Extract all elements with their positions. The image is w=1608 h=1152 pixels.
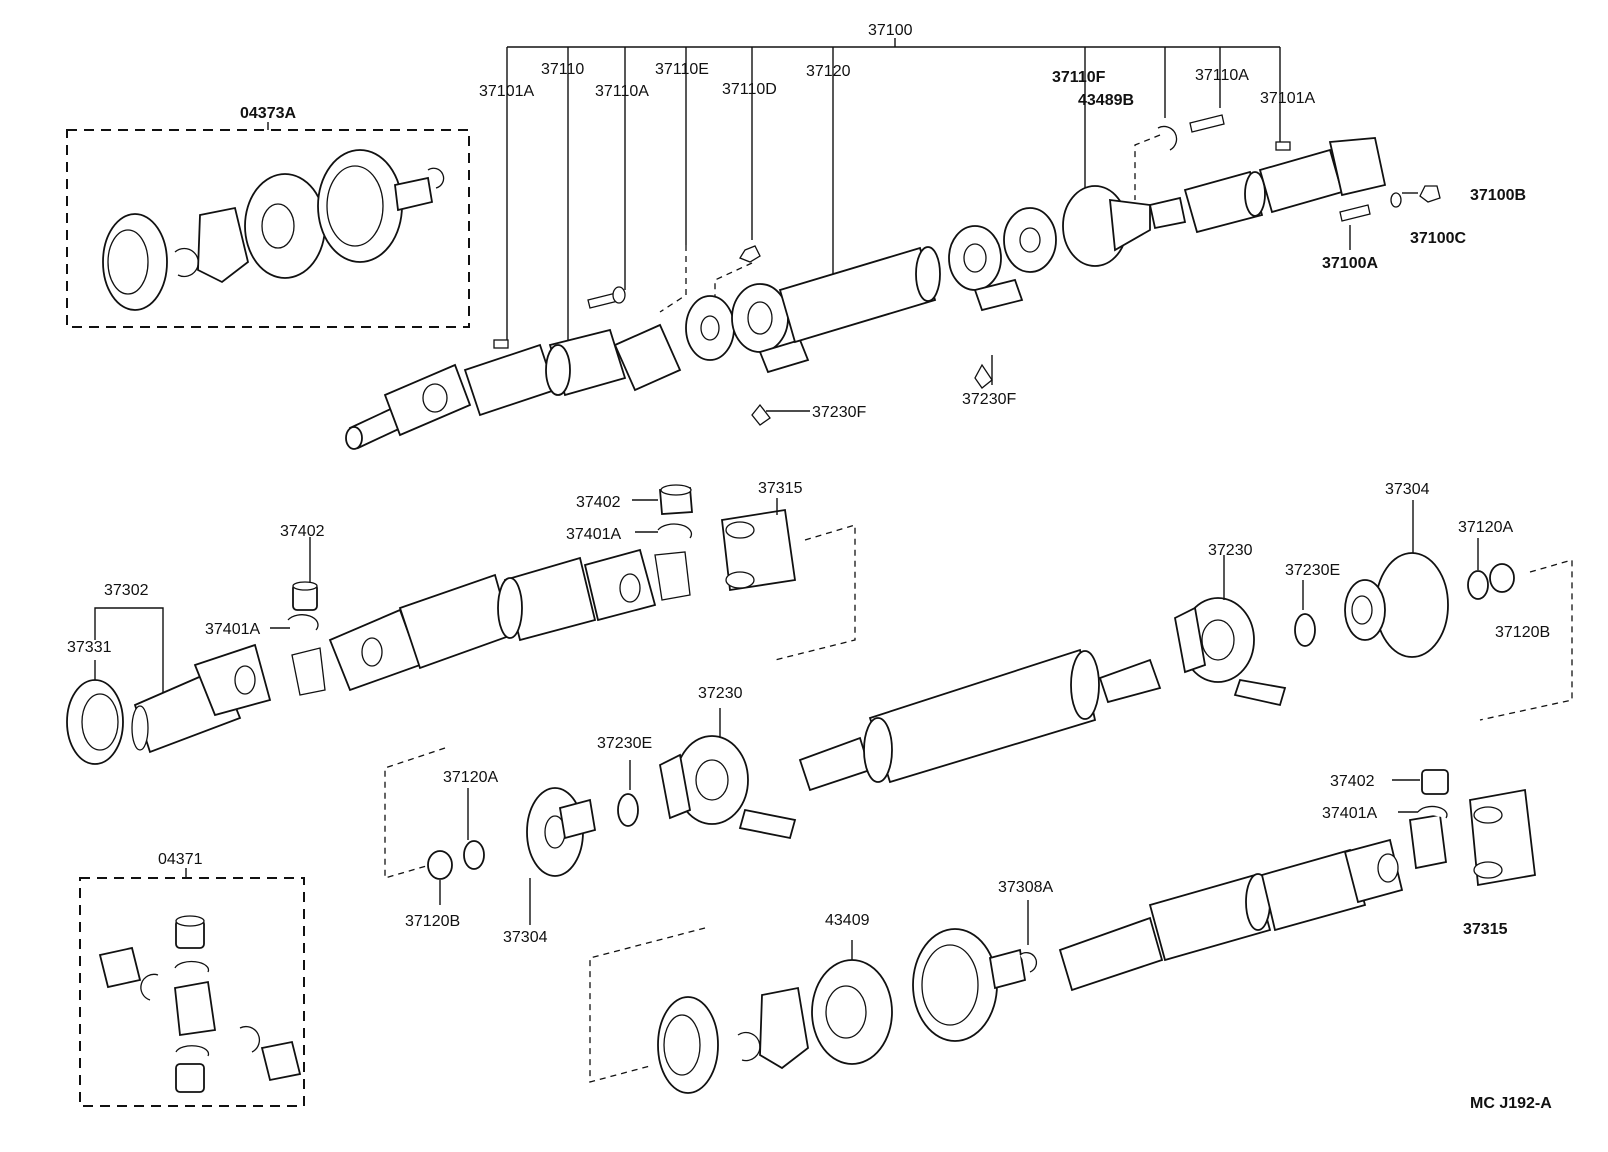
- label-37308A: 37308A: [998, 879, 1053, 896]
- label-37101A-left: 37101A: [479, 83, 534, 100]
- top-shaft-assembly: [345, 114, 1441, 450]
- label-37315-top: 37315: [758, 480, 803, 497]
- label-37230-mid: 37230: [698, 685, 743, 702]
- label-37331: 37331: [67, 639, 112, 656]
- label-37120A-mid: 37120A: [443, 769, 498, 786]
- label-43489B: 43489B: [1078, 92, 1134, 109]
- label-37120: 37120: [806, 63, 851, 80]
- label-37230E-mid: 37230E: [597, 735, 652, 752]
- label-37302: 37302: [104, 582, 149, 599]
- part-number-labels: 37100 37110 37110E 37120 37101A 37110A 3…: [67, 22, 1552, 1112]
- label-43409: 43409: [825, 912, 870, 929]
- leader-lines-top: [506, 38, 1418, 412]
- label-04371: 04371: [158, 851, 203, 868]
- label-37401A-mid: 37401A: [205, 621, 260, 638]
- label-37120B-mid: 37120B: [405, 913, 460, 930]
- label-37230F-right: 37230F: [962, 391, 1016, 408]
- label-37402-top: 37402: [576, 494, 621, 511]
- front-shaft-assembly: [66, 484, 856, 765]
- label-37100B: 37100B: [1470, 187, 1526, 204]
- label-37230E-right: 37230E: [1285, 562, 1340, 579]
- label-37110A-right: 37110A: [1195, 67, 1249, 84]
- label-37100: 37100: [868, 22, 913, 39]
- label-37110E: 37110E: [655, 61, 709, 78]
- label-37100C: 37100C: [1410, 230, 1466, 247]
- label-37230-right: 37230: [1208, 542, 1253, 559]
- label-37304-right: 37304: [1385, 481, 1430, 498]
- kit-04371: [79, 868, 305, 1107]
- label-37110F: 37110F: [1052, 69, 1106, 86]
- label-37110: 37110: [541, 61, 584, 78]
- label-04373A: 04373A: [240, 105, 296, 122]
- label-37120B-right: 37120B: [1495, 624, 1550, 641]
- label-37101A-right: 37101A: [1260, 90, 1315, 107]
- label-37315-right: 37315: [1463, 921, 1508, 938]
- label-37120A-right: 37120A: [1458, 519, 1513, 536]
- center-bearing-left: [384, 708, 797, 925]
- label-37401A-right: 37401A: [1322, 805, 1377, 822]
- label-37100A: 37100A: [1322, 255, 1378, 272]
- kit-04373A: [66, 122, 470, 328]
- label-37110A-left: 37110A: [595, 83, 649, 100]
- label-37304-mid: 37304: [503, 929, 548, 946]
- label-37230F-left: 37230F: [812, 404, 866, 421]
- center-shaft-assembly: [798, 500, 1573, 792]
- label-37401A-top: 37401A: [566, 526, 621, 543]
- label-37402-right: 37402: [1330, 773, 1375, 790]
- rear-shaft-assembly: [589, 769, 1536, 1094]
- label-37402-mid: 37402: [280, 523, 325, 540]
- label-37110D: 37110D: [722, 81, 777, 98]
- diagram-code: MC J192-A: [1470, 1095, 1552, 1112]
